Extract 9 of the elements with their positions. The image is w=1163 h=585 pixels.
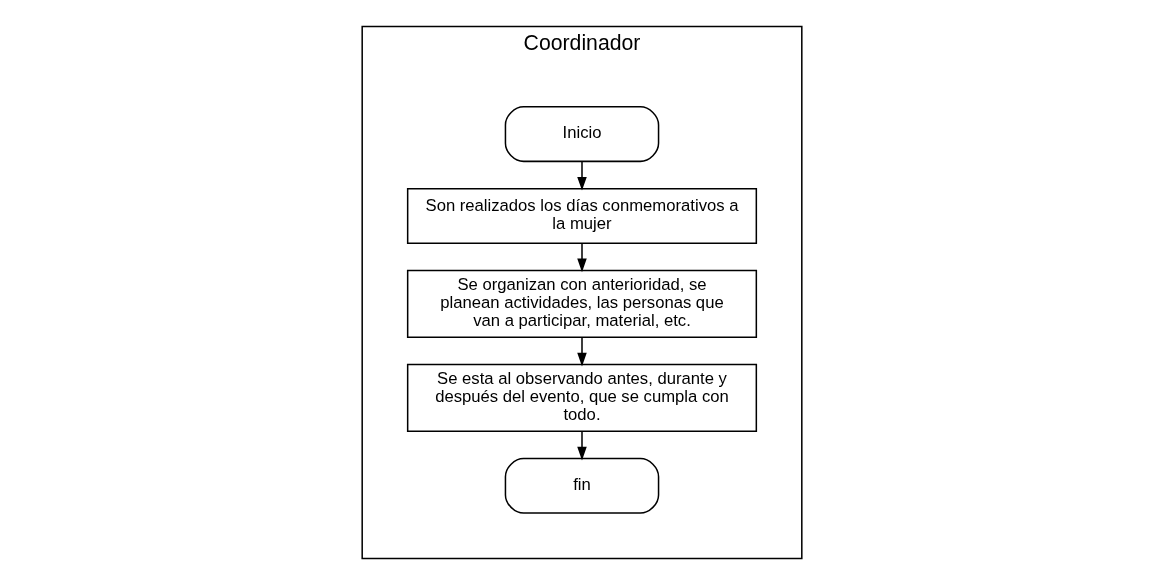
node-box: fin [504, 457, 659, 514]
arrow [576, 430, 587, 461]
node-box: Se esta al observando antes, durante y después del evento, que se cumpla con todo. [406, 363, 757, 432]
arrow [576, 336, 587, 367]
node-box: Son realizados los días conmemorativos a la mujer [406, 187, 757, 244]
arrow [576, 160, 587, 191]
arrow [576, 242, 587, 273]
node-box: Inicio [504, 106, 659, 163]
node-box: Se organizan con anterioridad, se planean actividades, las personas que van a participar, material, etc. [406, 269, 757, 338]
